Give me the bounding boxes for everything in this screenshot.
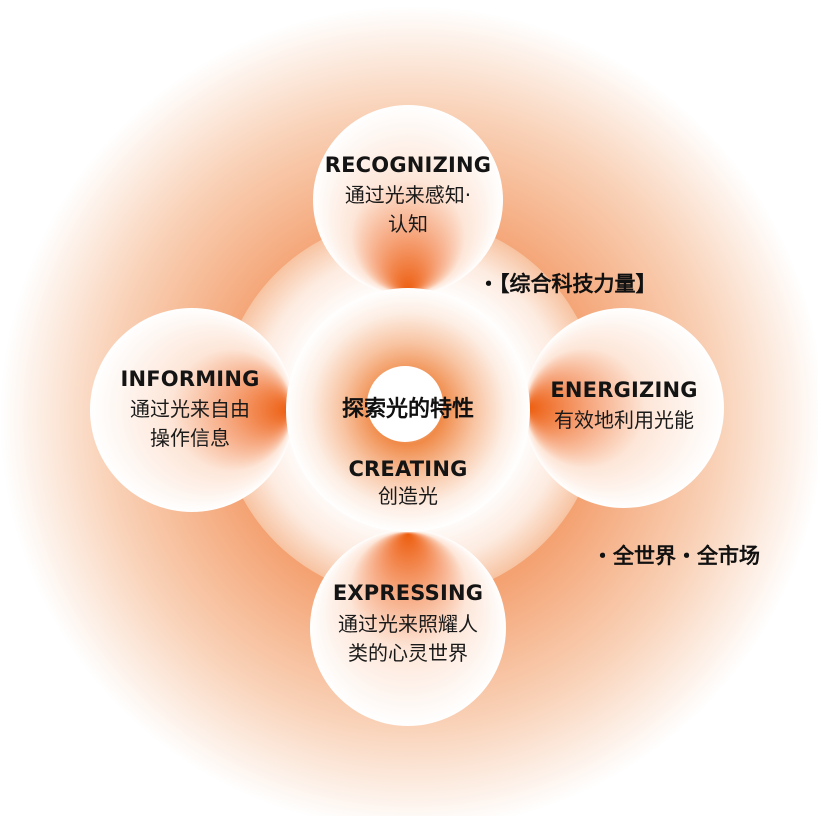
node-energizing-desc-1: 有效地利用光能: [554, 408, 694, 432]
node-energizing-circle: [524, 308, 724, 508]
node-informing-title: INFORMING: [120, 367, 260, 391]
center-title: 探索光的特性: [341, 397, 474, 422]
center-hole: [367, 366, 443, 442]
center-cn-label: 创造光: [378, 484, 438, 508]
side-note-market: ・全世界・全市场: [592, 544, 760, 568]
node-recognizing-circle: [313, 105, 503, 295]
node-informing-desc-1: 通过光来自由: [130, 397, 250, 421]
center-en-label: CREATING: [348, 457, 468, 481]
side-note-technology: ・【综合科技力量】: [478, 272, 657, 296]
node-expressing-title: EXPRESSING: [332, 581, 484, 605]
node-expressing-desc-1: 通过光来照耀人: [338, 612, 478, 636]
node-energizing-title: ENERGIZING: [550, 378, 698, 402]
node-expressing-circle: [310, 530, 506, 726]
node-recognizing-desc-2: 认知: [388, 212, 428, 236]
node-expressing-desc-2: 类的心灵世界: [348, 641, 468, 665]
node-recognizing-title: RECOGNIZING: [324, 153, 492, 177]
node-informing-circle: [90, 308, 294, 512]
node-recognizing-desc-1: 通过光来感知·: [344, 183, 472, 207]
node-informing-desc-2: 操作信息: [150, 426, 230, 450]
